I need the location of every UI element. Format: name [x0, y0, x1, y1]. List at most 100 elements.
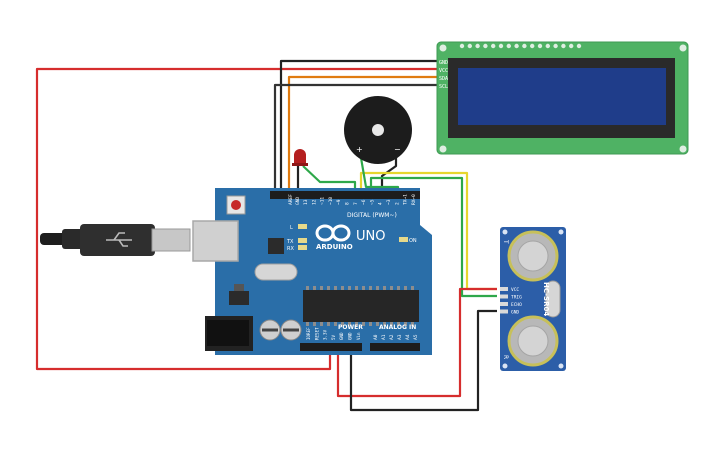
digital-pin-label: ~10	[328, 197, 334, 205]
wire-red-sensor-vcc[interactable]	[336, 287, 497, 398]
sensor-pin-label: VCC	[511, 287, 519, 293]
digital-header-label: DIGITAL (PWM~)	[347, 212, 397, 219]
sensor-pin[interactable]	[500, 294, 508, 299]
lcd-header-pin	[522, 43, 527, 49]
pin-label-aref: AREF	[288, 194, 294, 205]
buzzer-plus-label: +	[356, 145, 363, 154]
digital-pin-label: ~5	[369, 199, 375, 205]
usb-chip	[268, 238, 284, 254]
digital-pin-label: 7	[353, 202, 359, 205]
usb-cable[interactable]	[40, 224, 191, 256]
power-pin-label: 5V	[331, 334, 336, 340]
lcd-header-pin	[545, 43, 550, 49]
lcd-pin-label: GND	[439, 60, 448, 66]
sensor-pin-label: GND	[511, 310, 519, 316]
lcd-header-pin	[491, 43, 496, 49]
power-pin-label: GND	[339, 332, 344, 340]
usb-plug-metal	[151, 228, 191, 252]
sensor-pin[interactable]	[500, 287, 508, 291]
digital-pin-label: 4	[378, 202, 384, 205]
wires	[35, 59, 497, 412]
digital-pin-label: TX→1	[403, 194, 409, 205]
wire-black-sensor-gnd[interactable]	[349, 309, 497, 412]
led-tx-label: TX	[286, 239, 294, 245]
led-tx-indicator	[298, 238, 307, 243]
led-on-indicator	[399, 237, 408, 242]
power-header[interactable]	[300, 343, 362, 351]
analog-pin-label: A3	[397, 334, 403, 340]
arduino-brand-text: ARDUINO	[316, 243, 353, 251]
transmitter-transducer	[507, 230, 559, 282]
piezo-buzzer[interactable]: + −	[344, 96, 412, 164]
lcd-header-pin	[498, 43, 504, 49]
analog-pin-label: A2	[389, 334, 395, 340]
power-pin-label: GND	[348, 332, 353, 340]
lcd-header-pin	[506, 43, 511, 49]
pin-label-gnd: GND	[295, 197, 301, 205]
digital-header[interactable]	[270, 191, 420, 199]
lcd-pin-label: VCC	[439, 68, 448, 74]
lcd-header-pin	[459, 43, 465, 49]
voltage-regulator	[229, 291, 249, 305]
power-pin-label: Vin	[356, 332, 361, 340]
reset-button-cap	[231, 200, 241, 210]
sensor-t-label: T	[502, 239, 509, 244]
red-led[interactable]	[292, 149, 308, 166]
buzzer-minus-label: −	[394, 145, 401, 154]
wire-green-echo[interactable]	[369, 176, 497, 298]
sensor-pin[interactable]	[500, 309, 508, 314]
lcd-screen	[458, 68, 666, 125]
wire-black-lcd-scl[interactable]	[273, 83, 440, 196]
digital-pin-label: 8	[345, 202, 351, 205]
crystal-oscillator	[254, 263, 298, 281]
digital-pin-label: 13	[303, 199, 309, 205]
led-rx-indicator	[298, 245, 307, 250]
lcd-header-pin	[467, 43, 472, 49]
lcd-header-pin	[561, 43, 566, 49]
lcd-header-pin	[483, 43, 488, 49]
digital-pin-label: RX←0	[411, 194, 417, 205]
sensor-r-label: R	[502, 355, 509, 359]
led-on-label: ON	[409, 238, 417, 244]
led-l-label: L	[290, 225, 293, 231]
sensor-crystal	[545, 280, 561, 318]
sensor-pin-label: TRIG	[511, 295, 522, 301]
lcd-header-pin	[576, 43, 582, 49]
digital-pin-label: ~11	[320, 197, 326, 205]
power-pin-label: 3.3V	[323, 329, 328, 340]
analog-pin-label: A0	[373, 334, 379, 340]
sensor-pin[interactable]	[500, 302, 508, 306]
analog-pin-label: A4	[405, 334, 411, 340]
power-pin-label: IOREF	[306, 327, 311, 340]
lcd-header-pin	[475, 43, 480, 49]
led-l-indicator	[298, 224, 307, 229]
lcd-header-pin	[530, 43, 535, 49]
power-header-label: POWER	[338, 324, 363, 331]
wire-orange-lcd-sda[interactable]	[287, 75, 440, 196]
sensor-pin-label: ECHO	[511, 302, 522, 308]
wire-red-lcd-vcc[interactable]	[35, 67, 440, 371]
arduino-uno-board[interactable]: ARDUINO UNO DIGITAL (PWM~) POWER ANALOG …	[192, 188, 432, 355]
atmega-chip	[303, 290, 419, 322]
analog-pin-label: A5	[413, 334, 419, 340]
analog-header[interactable]	[370, 343, 420, 351]
analog-pin-label: A1	[381, 334, 387, 340]
power-pin-label: RESET	[314, 327, 319, 340]
lcd-pin-label: SCL	[439, 84, 448, 90]
analog-header-label: ANALOG IN	[379, 324, 416, 331]
arduino-logo-icon	[315, 224, 351, 242]
digital-pin-label: ~6	[361, 199, 367, 205]
receiver-transducer	[507, 315, 559, 367]
usb-b-jack	[192, 220, 239, 262]
digital-pin-label: ~3	[386, 199, 392, 205]
buzzer-hole	[372, 124, 384, 136]
usb-icon	[106, 232, 132, 247]
wire-black-lcd-gnd[interactable]	[279, 59, 440, 196]
